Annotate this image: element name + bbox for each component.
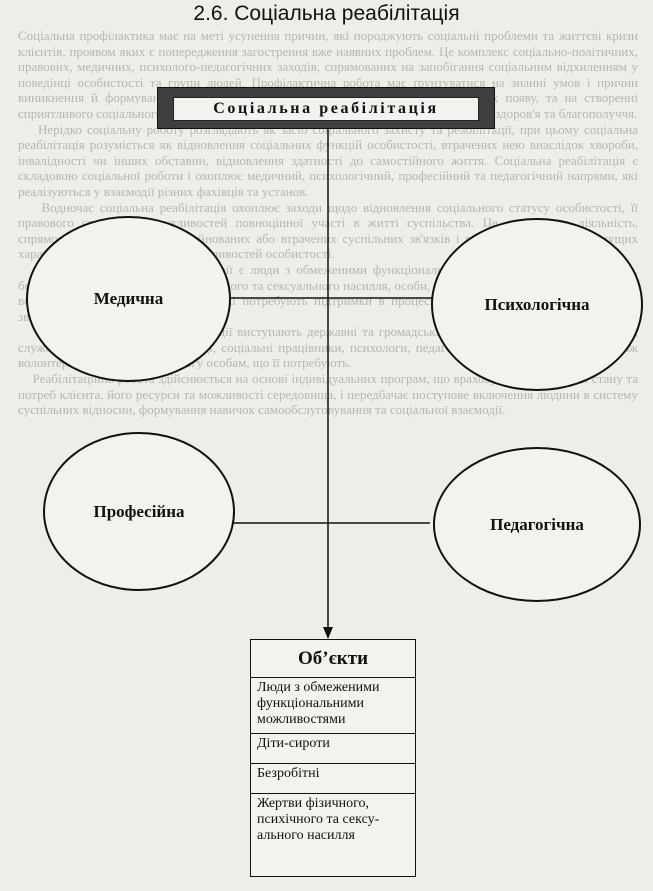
circle-professional: Професійна xyxy=(43,432,235,591)
objects-item: Безробітні xyxy=(251,764,415,794)
circle-medical: Медична xyxy=(26,216,231,382)
objects-item: Жертви фізичного, психічного та сексу-ал… xyxy=(257,796,380,843)
arrow-head-icon xyxy=(323,627,333,639)
objects-item: Діти-сироти xyxy=(251,734,415,764)
page-title: 2.6. Соціальна реабілітація xyxy=(193,2,460,25)
objects-item: Люди з обмеженими функціональними можлив… xyxy=(251,678,415,734)
objects-box: Об’єкти Люди з обмеженими функціональним… xyxy=(250,639,416,877)
circle-pedagogical: Педагогічна xyxy=(433,447,641,602)
objects-header: Об’єкти xyxy=(251,640,415,678)
circle-psychological: Психологічна xyxy=(431,218,643,391)
top-box-label: Соціальна реабілітація xyxy=(173,97,479,121)
